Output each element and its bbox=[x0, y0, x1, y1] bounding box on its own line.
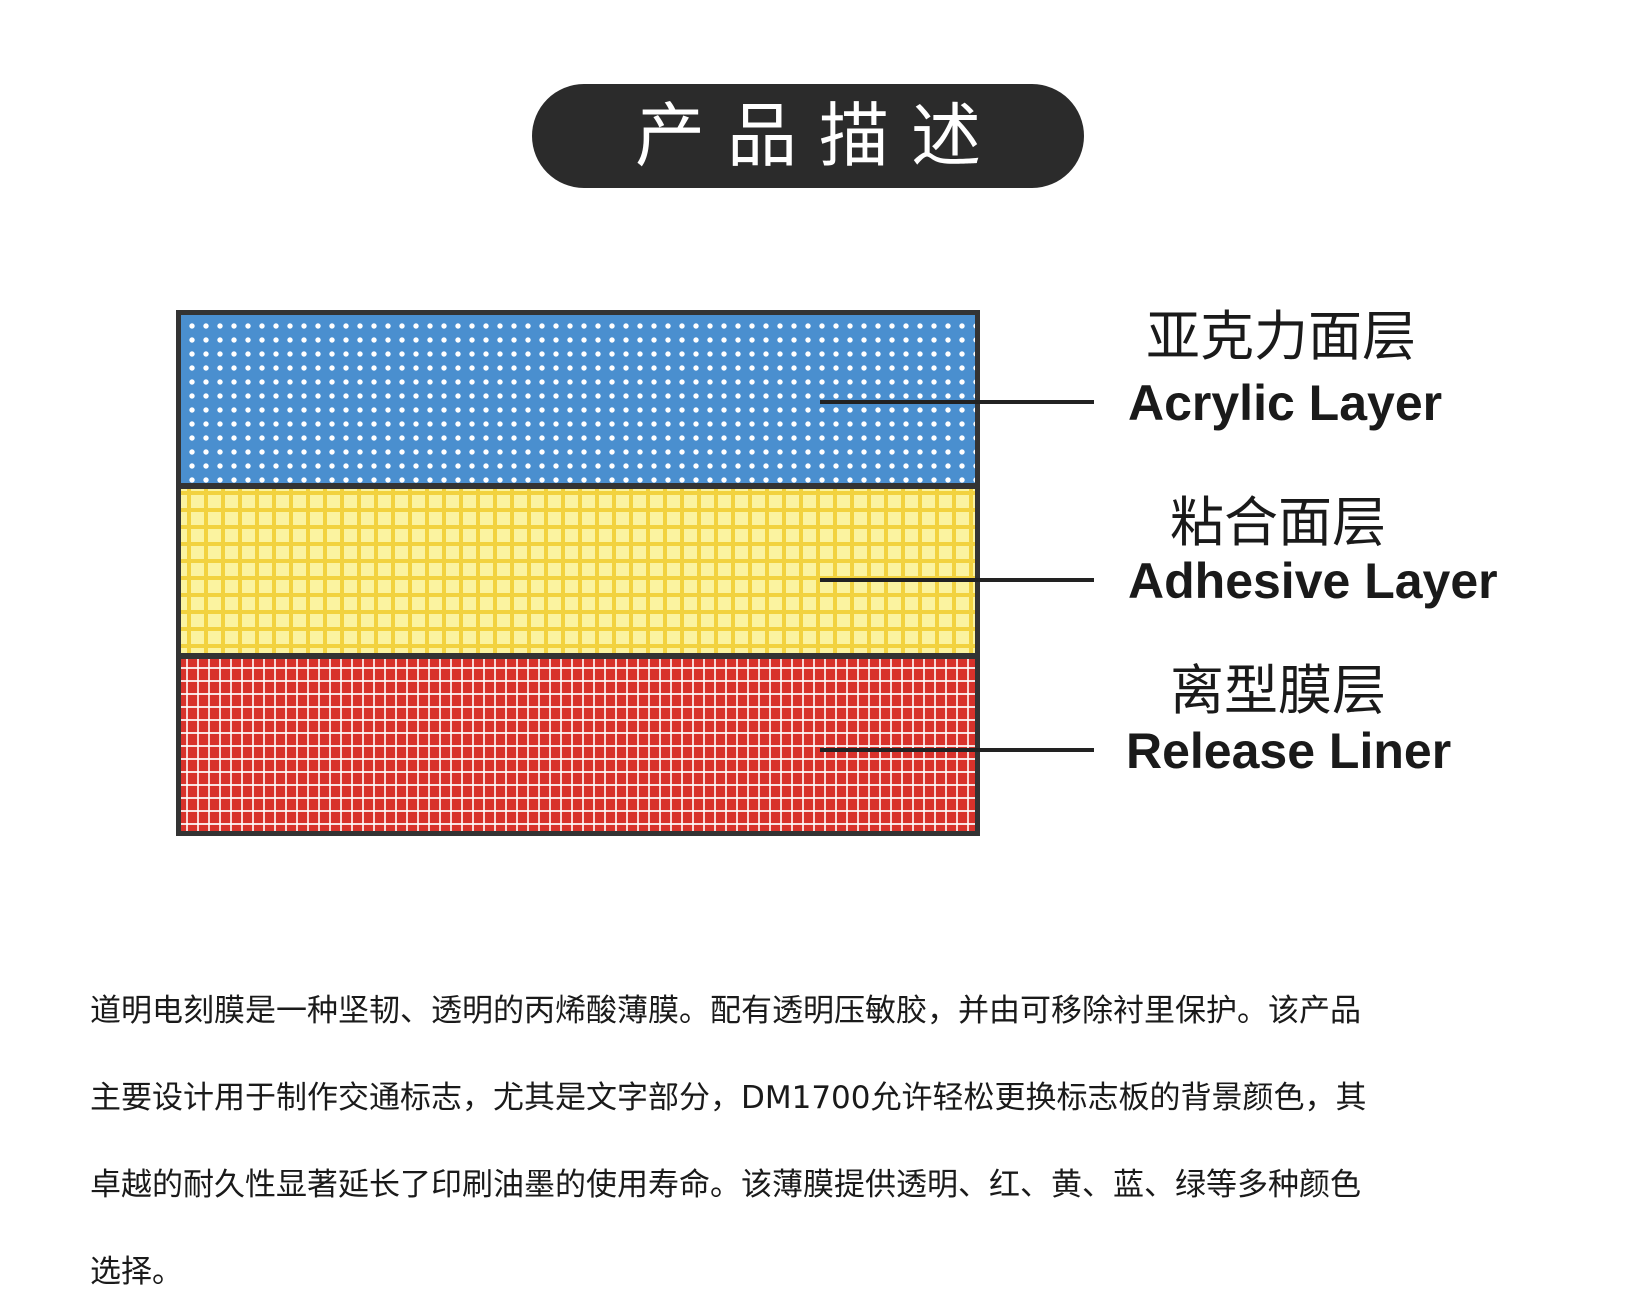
acrylic-label-en: Acrylic Layer bbox=[1128, 375, 1443, 431]
adhesive-layer-block bbox=[181, 489, 975, 653]
section-title: 产品描述 bbox=[635, 95, 1003, 177]
description-line: 卓越的耐久性显著延长了印刷油墨的使用寿命。该薄膜提供透明、红、黄、蓝、绿等多种颜… bbox=[90, 1167, 1361, 1203]
release-liner-block bbox=[181, 659, 975, 831]
description-line: 道明电刻膜是一种坚韧、透明的丙烯酸薄膜。配有透明压敏胶，并由可移除衬里保护。该产… bbox=[90, 993, 1361, 1029]
description-line: 选择。 bbox=[90, 1254, 183, 1290]
product-description: 道明电刻膜是一种坚韧、透明的丙烯酸薄膜。配有透明压敏胶，并由可移除衬里保护。该产… bbox=[90, 968, 1560, 1316]
description-line: 主要设计用于制作交通标志，尤其是文字部分，DM1700允许轻松更换标志板的背景颜… bbox=[90, 1080, 1367, 1116]
layer-structure-diagram bbox=[176, 310, 980, 836]
adhesive-label-en: Adhesive Layer bbox=[1128, 553, 1498, 609]
adhesive-leader-line bbox=[820, 578, 1094, 582]
release-label-zh: 离型膜层 bbox=[1170, 659, 1386, 722]
release-leader-line bbox=[820, 748, 1094, 752]
acrylic-label-zh: 亚克力面层 bbox=[1146, 305, 1416, 368]
release-label-en: Release Liner bbox=[1126, 723, 1452, 779]
adhesive-label-zh: 粘合面层 bbox=[1170, 491, 1386, 554]
acrylic-leader-line bbox=[820, 400, 1094, 404]
acrylic-layer-block bbox=[181, 315, 975, 483]
section-title-banner: 产品描述 bbox=[532, 84, 1084, 188]
